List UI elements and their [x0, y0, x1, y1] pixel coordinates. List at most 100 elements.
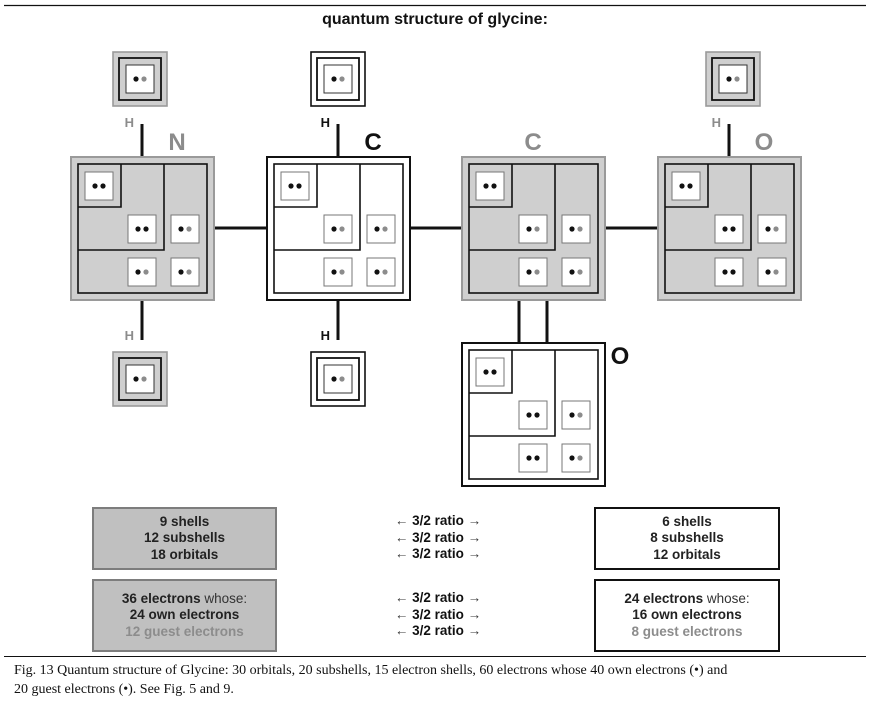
p-subshell-border	[469, 350, 556, 437]
bond-C2-O2	[517, 301, 549, 342]
diagram-title: quantum structure of glycine:	[322, 11, 548, 28]
orbital-box	[366, 214, 396, 244]
gray-shells: 9 shells	[159, 513, 210, 529]
h-label: H	[125, 328, 134, 343]
own-electron-icon	[491, 183, 497, 189]
white-electrons-total: 24 electrons	[624, 590, 704, 606]
guest-electron-icon	[141, 376, 147, 382]
atom-inner-frame	[468, 349, 599, 480]
white-whose: whose:	[703, 590, 750, 606]
orbital-box	[170, 214, 200, 244]
atom-O2: O	[461, 342, 630, 487]
own-electron-icon	[534, 412, 540, 418]
orbital-box	[518, 400, 548, 430]
atom-label: O	[611, 343, 630, 370]
own-electron-icon	[331, 376, 337, 382]
guest-electron-icon	[143, 269, 149, 275]
guest-electron-icon	[382, 269, 388, 275]
own-electron-icon	[331, 76, 337, 82]
orbital-box	[561, 214, 591, 244]
own-electron-icon	[491, 369, 497, 375]
ratio-column-electrons: ← 3/2 ratio → ← 3/2 ratio → ← 3/2 ratio …	[378, 590, 498, 640]
hydrogens-layer: H H H H H	[112, 51, 761, 407]
own-electron-icon	[288, 183, 294, 189]
orbital-box	[757, 257, 787, 287]
left-arrow-icon: ←	[394, 513, 409, 528]
h-label: H	[125, 115, 134, 130]
right-arrow-icon: →	[467, 590, 482, 605]
gray-orbitals: 18 orbitals	[150, 546, 219, 562]
s-subshell-border	[469, 350, 513, 394]
guest-electron-icon	[534, 226, 540, 232]
h-label: H	[712, 115, 721, 130]
orbital-box	[561, 400, 591, 430]
atom-label: C	[364, 129, 381, 156]
left-arrow-icon: ←	[394, 590, 409, 605]
orbital-box	[127, 214, 157, 244]
guest-electron-icon	[339, 226, 345, 232]
own-electron-icon	[569, 412, 575, 418]
left-arrow-icon: ←	[394, 606, 409, 622]
own-electron-icon	[483, 183, 489, 189]
atom-label: C	[524, 129, 541, 156]
ratio-label: 3/2 ratio	[412, 623, 464, 638]
guest-electron-icon	[534, 269, 540, 275]
white-guest-electrons: 8 guest electrons	[631, 623, 743, 639]
guest-electron-icon	[186, 269, 192, 275]
own-electron-icon	[526, 226, 532, 232]
atom-label: O	[755, 129, 774, 156]
white-structure-summary: 6 shells 8 subshells 12 orbitals	[594, 507, 780, 570]
s-subshell-border	[469, 164, 513, 208]
ratio-label: 3/2 ratio	[412, 606, 464, 622]
guest-electron-icon	[734, 76, 740, 82]
orbital-box	[170, 257, 200, 287]
own-electron-icon	[765, 269, 771, 275]
white-electrons-summary: 24 electrons whose: 16 own electrons 8 g…	[594, 579, 780, 652]
atom-inner-frame	[468, 163, 599, 294]
gray-own-electrons: 24 own electrons	[129, 607, 240, 623]
guest-electron-icon	[773, 269, 779, 275]
left-arrow-icon: ←	[394, 546, 409, 561]
orbital-box	[714, 257, 744, 287]
guest-electron-icon	[577, 269, 583, 275]
own-electron-icon	[526, 455, 532, 461]
own-electron-icon	[331, 226, 337, 232]
left-arrow-icon: ←	[394, 623, 409, 638]
orbital-box	[518, 443, 548, 473]
orbital-box	[518, 257, 548, 287]
own-electron-icon	[331, 269, 337, 275]
orbital-box	[718, 64, 748, 94]
caption-rule	[4, 656, 866, 657]
hydrogen-H-C1-top: H	[310, 51, 366, 156]
right-arrow-icon: →	[467, 623, 482, 638]
orbital-box	[323, 257, 353, 287]
own-electron-icon	[100, 183, 106, 189]
atom-label: N	[168, 129, 185, 156]
orbital-box	[323, 214, 353, 244]
hydrogen-H-O1-top: H	[705, 51, 761, 156]
orbital-box	[475, 171, 505, 201]
guest-electron-icon	[382, 226, 388, 232]
ratio-row: ← 3/2 ratio →	[378, 513, 498, 530]
atom-O1: O	[657, 129, 802, 301]
orbital-box	[84, 171, 114, 201]
own-electron-icon	[726, 76, 732, 82]
ratio-row: ← 3/2 ratio →	[378, 590, 498, 607]
h-label: H	[321, 328, 330, 343]
h-label: H	[321, 115, 330, 130]
own-electron-icon	[679, 183, 685, 189]
white-orbitals: 12 orbitals	[653, 546, 721, 562]
gray-whose: whose:	[200, 590, 248, 606]
white-subshells: 8 subshells	[650, 530, 724, 546]
s-subshell-border	[78, 164, 122, 208]
atom-N: N	[70, 129, 215, 301]
s-subshell-border	[274, 164, 318, 208]
guest-electron-icon	[339, 269, 345, 275]
ratio-label: 3/2 ratio	[412, 513, 464, 528]
atom-C2: C	[461, 129, 606, 301]
own-electron-icon	[143, 226, 149, 232]
own-electron-icon	[526, 269, 532, 275]
ratio-row: ← 3/2 ratio →	[378, 546, 498, 563]
own-electron-icon	[569, 269, 575, 275]
